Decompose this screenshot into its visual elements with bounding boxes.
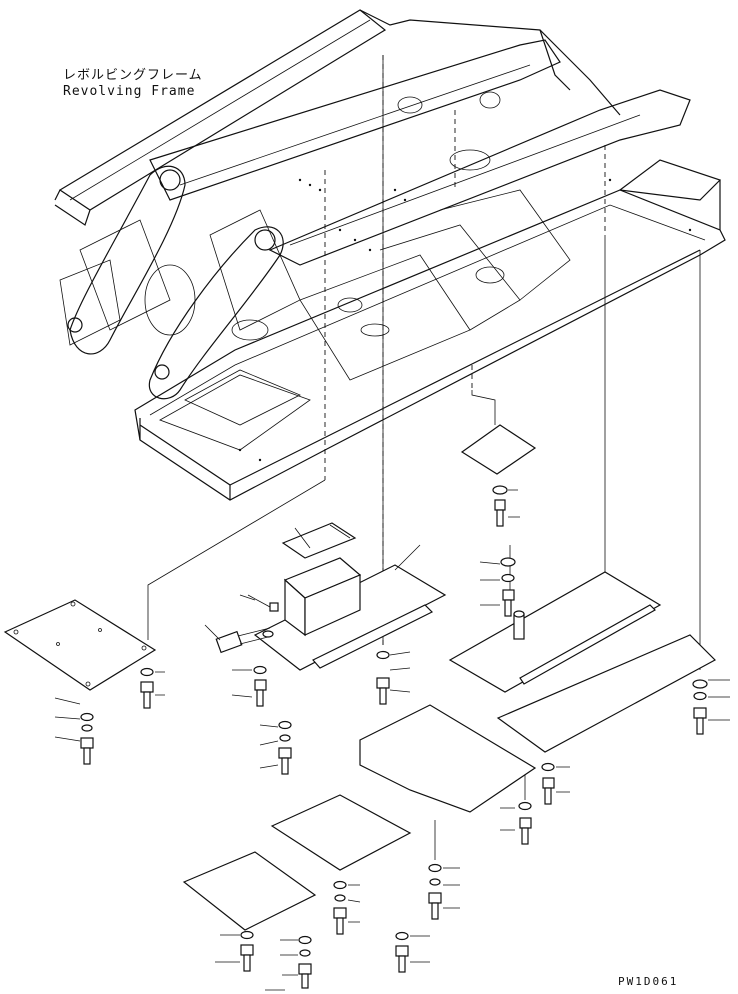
revolving-frame <box>54 9 726 501</box>
assembly-lines <box>147 55 701 860</box>
drawing-code: PW1D061 <box>618 975 679 988</box>
diagram-label-jp: レボルビングフレーム <box>63 68 203 83</box>
cover-plates <box>3 424 716 931</box>
fasteners <box>80 485 708 989</box>
diagram-label-en: Revolving Frame <box>63 84 196 99</box>
leader-lines <box>54 489 730 991</box>
